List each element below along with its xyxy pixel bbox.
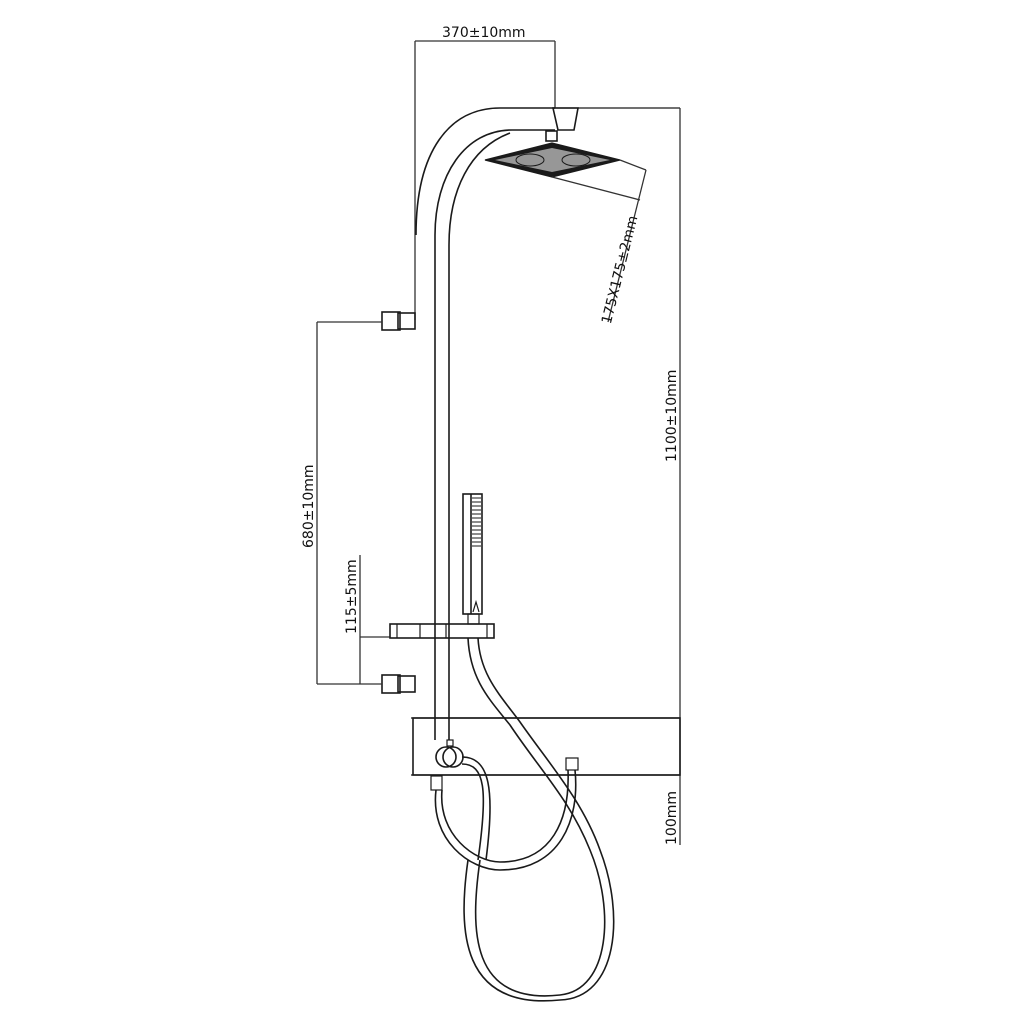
shower-hose	[434, 637, 615, 1002]
hand-shower-shelf	[389, 623, 495, 639]
shower-pipe	[415, 107, 680, 740]
rain-shower-head	[484, 130, 621, 178]
dimension-head-size	[551, 159, 647, 323]
label-inlet-spacing: 680±10mm	[301, 464, 317, 548]
dimension-shelf-offset	[359, 555, 390, 684]
wall-inlet-upper	[381, 311, 416, 331]
dimension-top-width	[414, 40, 556, 320]
label-base-height: 100mm	[664, 791, 680, 845]
label-shelf-offset: 115±5mm	[344, 559, 360, 634]
label-top-width: 370±10mm	[442, 25, 526, 41]
label-total-height: 1100±10mm	[664, 369, 680, 462]
dimension-inlet-spacing	[316, 321, 382, 685]
wall-inlet-lower	[381, 674, 416, 694]
hand-shower	[462, 493, 483, 625]
diverter-knob	[430, 739, 464, 791]
